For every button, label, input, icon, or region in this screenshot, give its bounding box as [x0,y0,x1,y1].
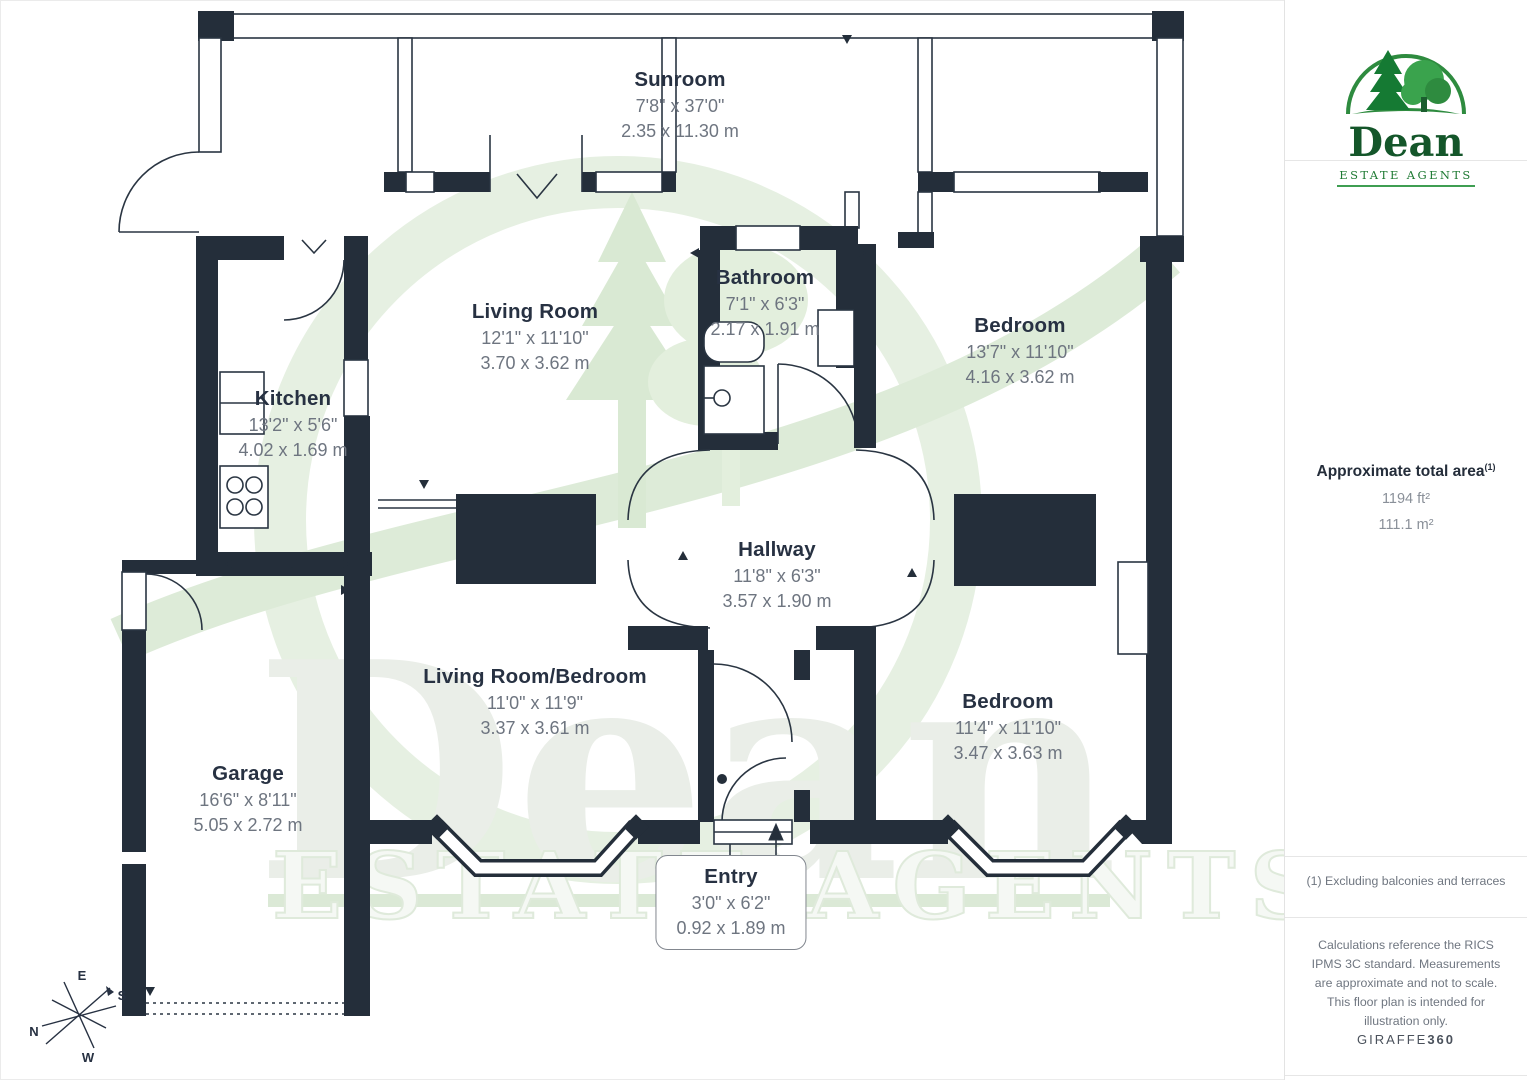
compass-e: E [78,968,87,983]
sidebar-divider [1285,1075,1527,1076]
room-dimensions-metric: 5.05 x 2.72 m [193,814,303,835]
total-area-footnote-marker: (1) [1484,462,1496,472]
sidebar-divider [1285,160,1527,161]
room-label-sunroom: Sunroom 7'8" x 37'0" 2.35 x 11.30 m [621,66,739,143]
agency-logo-icon [1346,50,1466,115]
room-dimensions-imperial: 12'1" x 11'10" [481,328,589,349]
room-dimensions-metric: 2.17 x 1.91 m [710,318,820,339]
agency-brand: Dean [1348,119,1464,166]
room-name: Bedroom [974,314,1066,337]
total-area-title: Approximate total area(1) [1316,462,1496,481]
giraffe360-credit: GIRAFFE360 [1356,1032,1456,1047]
sunroom-glazing [118,11,1184,262]
room-name: Entry [704,865,758,888]
sidebar-divider [1285,856,1527,857]
room-dimensions-imperial: 7'8" x 37'0" [635,96,725,117]
compass-w: W [82,1050,95,1065]
room-dimensions-imperial: 13'7" x 11'10" [966,342,1074,363]
info-sidebar: Dean ESTATE AGENTS Approximate total are… [1284,0,1527,1080]
room-dimensions-imperial: 16'6" x 8'11" [199,790,297,811]
room-label-kitchen: Kitchen 13'2" x 5'6" 4.02 x 1.69 m [238,385,347,462]
total-area-metric: 111.1 m² [1378,517,1434,534]
room-name: Living Room [471,300,599,323]
room-name: Hallway [738,538,816,561]
room-name: Sunroom [634,68,726,91]
total-area-block: Approximate total area(1) 1194 ft² 111.1… [1285,462,1527,533]
total-area-imperial: 1194 ft² [1381,491,1431,508]
balconies-footnote: (1) Excluding balconies and terraces [1306,874,1506,888]
room-name: Kitchen [254,387,332,410]
room-label-bedroom-1: Bedroom 13'7" x 11'10" 4.16 x 3.62 m [965,312,1074,389]
room-name: Bathroom [715,266,815,289]
room-dimensions-metric: 3.57 x 1.90 m [722,590,832,611]
room-dimensions-metric: 0.92 x 1.89 m [676,917,786,938]
floor-plan-drawing: .w{fill:#242e3a;} .s{stroke:#2a3542;stro… [110,11,1285,1016]
agency-tagline: ESTATE AGENTS [1337,165,1475,187]
room-label-hallway: Hallway 11'8" x 6'3" 3.57 x 1.90 m [722,536,831,613]
room-dimensions-metric: 3.47 x 3.63 m [953,742,1063,763]
compass-s: S [118,988,127,1003]
disclaimer-text: Calculations reference the RICS IPMS 3C … [1311,938,1501,1029]
room-dimensions-metric: 3.37 x 3.61 m [480,717,590,738]
room-dimensions-imperial: 11'4" x 11'10" [954,718,1062,739]
floor-plan: .w{fill:#242e3a;} .s{stroke:#2a3542;stro… [24,11,1285,1066]
compass-n: N [29,1024,38,1039]
room-name: Living Room/Bedroom [423,665,647,688]
room-label-bedroom-2: Bedroom 11'4" x 11'10" 3.47 x 3.63 m [953,688,1062,765]
room-label-living-room: Living Room 12'1" x 11'10" 3.70 x 3.62 m [472,298,598,375]
room-dimensions-metric: 3.70 x 3.62 m [480,352,590,373]
sidebar-divider [1285,917,1527,918]
room-label-entry: Entry 3'0" x 6'2" 0.92 x 1.89 m [655,855,807,950]
room-name: Bedroom [962,690,1054,713]
compass-rose: E S N W [24,966,134,1066]
room-dimensions-imperial: 13'2" x 5'6" [248,415,338,436]
room-dimensions-imperial: 3'0" x 6'2" [691,893,771,914]
agency-logo: Dean ESTATE AGENTS [1285,34,1527,187]
room-dimensions-metric: 2.35 x 11.30 m [621,120,739,141]
room-label-living-room-bedroom: Living Room/Bedroom 11'0" x 11'9" 3.37 x 3… [423,663,647,740]
room-label-bathroom: Bathroom 7'1" x 6'3" 2.17 x 1.91 m [710,264,819,341]
walls [121,35,1172,1016]
room-dimensions-metric: 4.02 x 1.69 m [238,439,348,460]
room-dimensions-imperial: 11'0" x 11'9" [486,693,584,714]
room-name: Garage [212,762,284,785]
room-dimensions-metric: 4.16 x 3.62 m [965,366,1075,387]
room-label-garage: Garage 16'6" x 8'11" 5.05 x 2.72 m [193,760,302,837]
room-dimensions-imperial: 11'8" x 6'3" [733,566,821,587]
room-dimensions-imperial: 7'1" x 6'3" [725,294,805,315]
